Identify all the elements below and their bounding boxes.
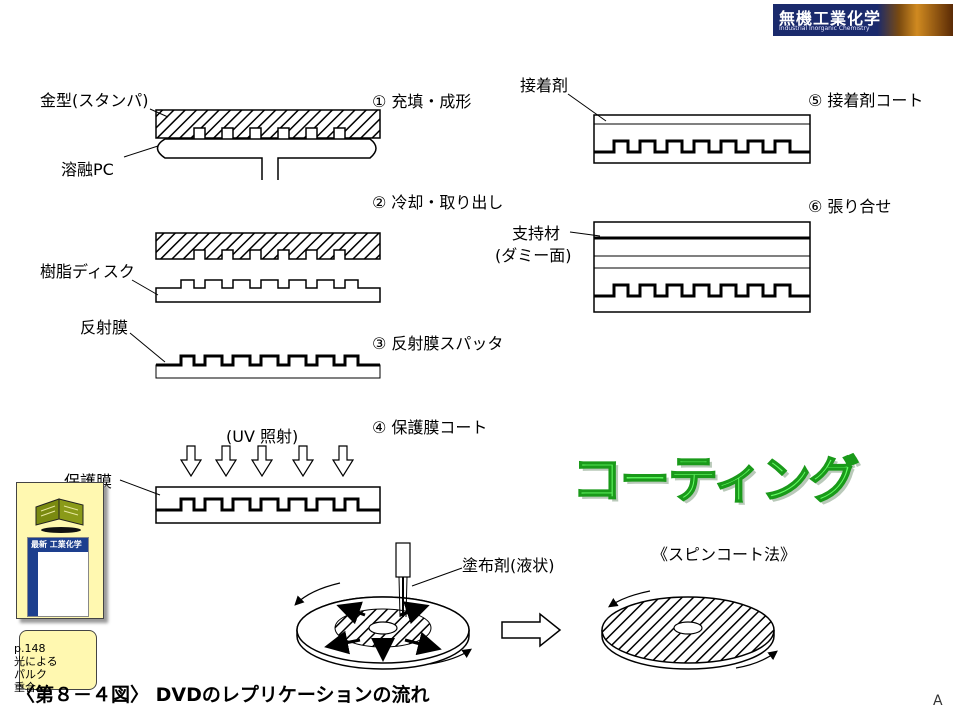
coating-highlight: コーティング — [571, 450, 860, 510]
step2-mold — [155, 232, 381, 260]
step-label-2: ② 冷却・取り出し — [372, 193, 504, 212]
book-card[interactable]: 最新 工業化学 — [16, 482, 104, 619]
uv-arrows — [179, 445, 355, 478]
label-mold: 金型(スタンパ) — [40, 91, 149, 110]
logo-title: 無機工業化学 — [779, 9, 882, 28]
label-spin-method: 《スピンコート法》 — [652, 545, 797, 564]
step5-disk — [593, 114, 811, 164]
label-coating-agent: 塗布剤(液状) — [462, 556, 555, 575]
label-support: 支持材 — [512, 224, 561, 243]
step-label-4: ④ 保護膜コート — [372, 418, 488, 437]
step-label-5: ⑤ 接着剤コート — [808, 91, 924, 110]
label-molten-pc: 溶融PC — [61, 160, 114, 179]
logo: 無機工業化学 Industrial Inorganic Chemistry — [773, 4, 953, 36]
nozzle-icon — [395, 542, 411, 618]
note-text: p.148 光による パルク 重合 — [14, 642, 58, 694]
label-dummy: (ダミー面) — [495, 246, 572, 265]
process-arrow-icon — [501, 612, 562, 648]
page-letter: A — [933, 693, 943, 709]
step-label-6: ⑥ 張り合せ — [808, 197, 892, 216]
step1-mold — [155, 109, 381, 139]
label-adhesive: 接着剤 — [520, 76, 569, 95]
spin-disk-right — [601, 596, 775, 670]
logo-subtitle: Industrial Inorganic Chemistry — [779, 25, 870, 32]
step6-disk — [593, 221, 811, 313]
step-label-1: ① 充填・成形 — [372, 92, 472, 111]
open-book-icon — [35, 498, 84, 533]
spin-disk-left — [296, 596, 470, 670]
label-uv: (UV 照射) — [226, 427, 299, 446]
book-cover: 最新 工業化学 — [27, 537, 89, 617]
book-title: 最新 工業化学 — [31, 540, 82, 549]
step1-molten-pc — [156, 138, 377, 180]
step2-resin-disk — [155, 279, 381, 303]
step-label-3: ③ 反射膜スパッタ — [372, 334, 504, 353]
note-card[interactable] — [19, 630, 97, 690]
label-reflective-film: 反射膜 — [80, 318, 129, 337]
figure-caption: 〈第８－４図〉 DVDのレプリケーションの流れ — [16, 684, 430, 706]
label-resin-disk: 樹脂ディスク — [40, 262, 135, 281]
